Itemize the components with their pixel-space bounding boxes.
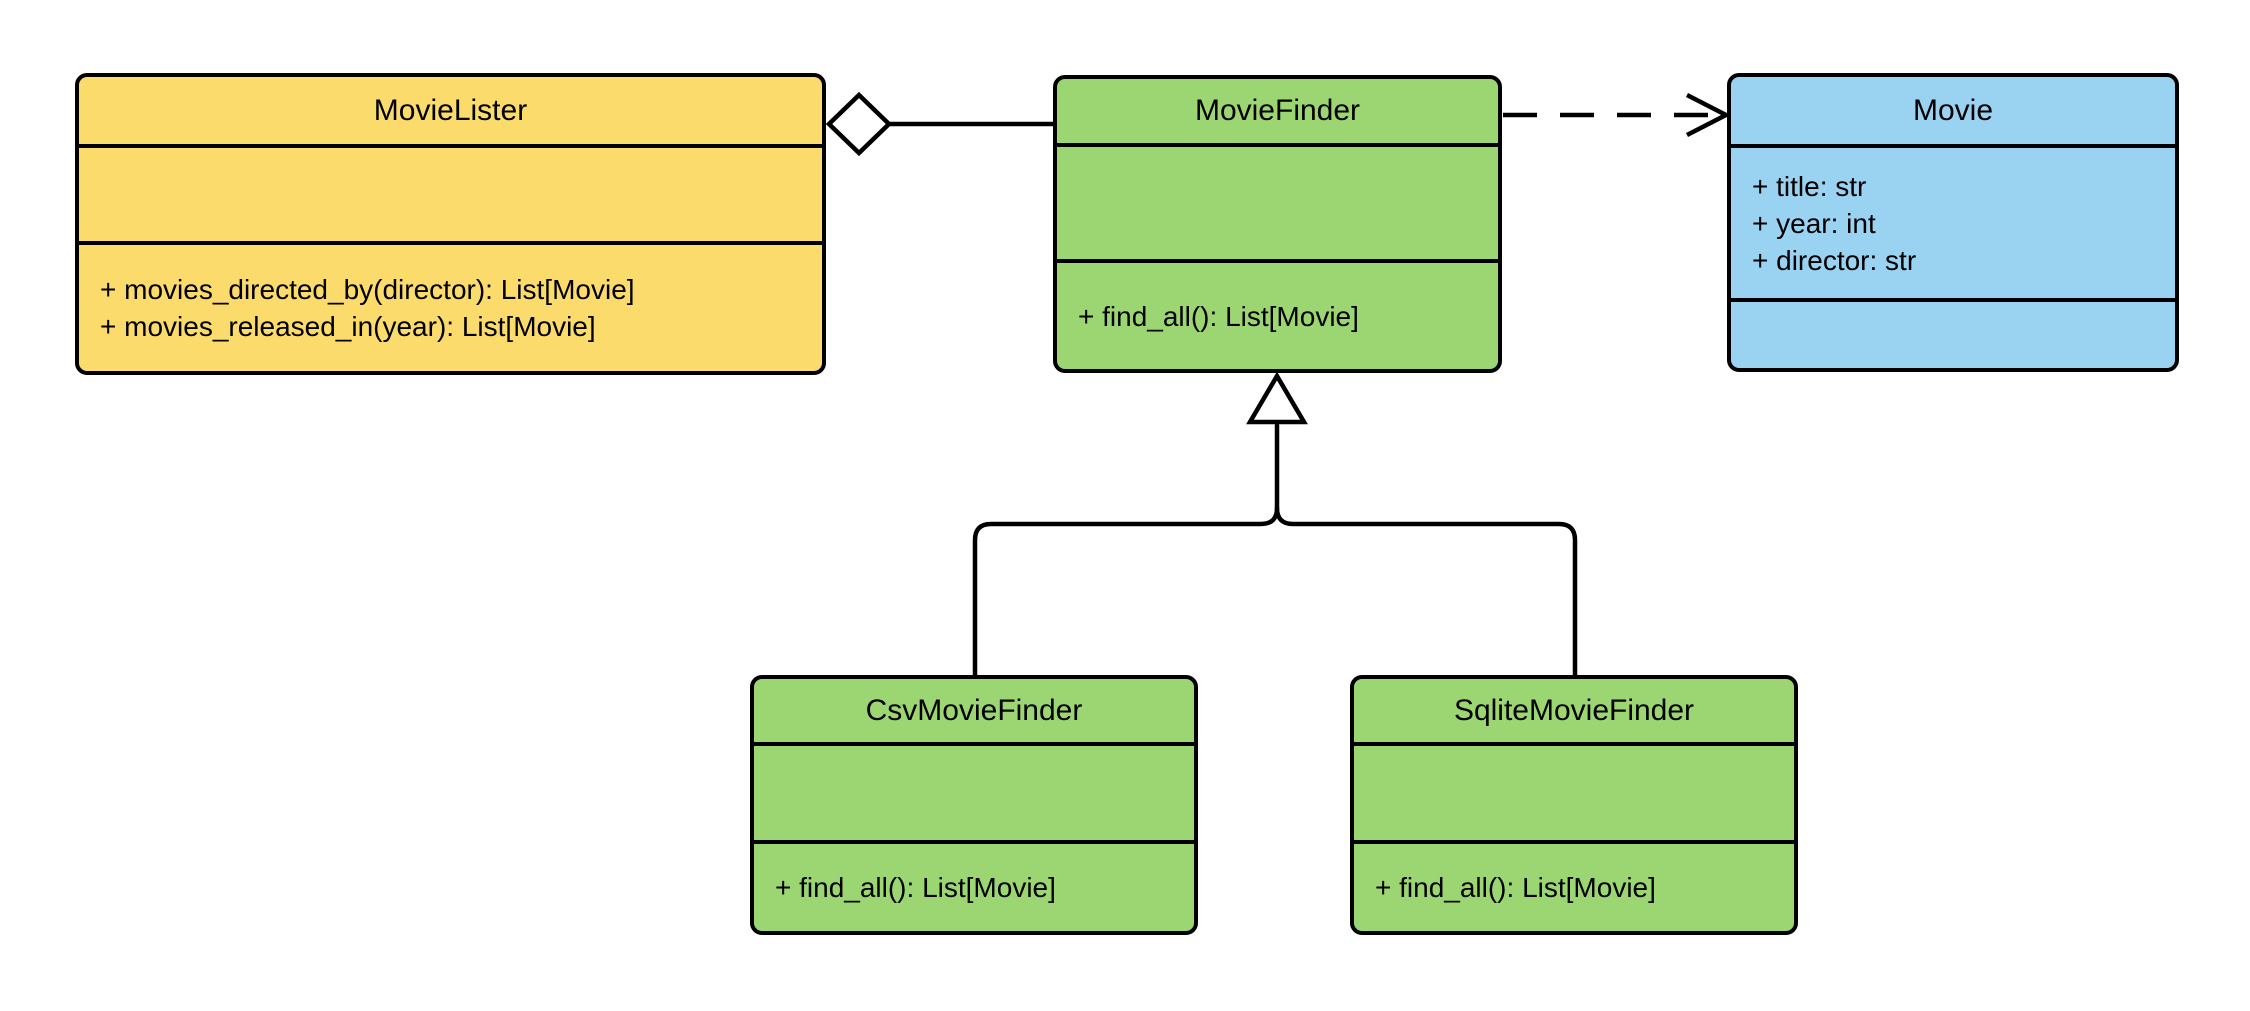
class-movielister-title: MovieLister <box>373 93 528 127</box>
method-find-all: + find_all(): List[Movie] <box>775 872 1056 903</box>
class-sqlitemoviefinder-title: SqliteMovieFinder <box>1453 693 1695 727</box>
method-find-all: + find_all(): List[Movie] <box>1078 300 1359 332</box>
inheritance-edge-sqlitemoviefinder-moviefinder <box>1274 505 1578 680</box>
class-sqlitemoviefinder-methods: + find_all(): List[Movie] <box>1354 840 1794 931</box>
class-movie: Movie + title: str + year: int + directo… <box>1727 73 2179 372</box>
class-movielister-attributes <box>79 144 822 241</box>
aggregation-diamond-icon <box>825 91 893 157</box>
class-moviefinder-attributes <box>1057 143 1498 259</box>
inheritance-line-left <box>972 422 1280 680</box>
class-moviefinder: MovieFinder + find_all(): List[Movie] <box>1053 75 1502 373</box>
method-movies-directed-by: + movies_directed_by(director): List[Mov… <box>100 274 635 305</box>
attribute-title: + title: str <box>1752 170 1867 202</box>
aggregation-edge-movielister-moviefinder <box>825 91 1056 157</box>
attribute-director: + director: str <box>1752 244 1917 276</box>
class-csvmoviefinder-methods: + find_all(): List[Movie] <box>754 840 1194 931</box>
class-sqlitemoviefinder-attributes <box>1354 742 1794 840</box>
dependency-open-arrowhead-icon <box>1685 92 1731 138</box>
class-movie-attributes: + title: str + year: int + director: str <box>1731 144 2175 298</box>
inheritance-line-right <box>1274 505 1578 680</box>
class-sqlitemoviefinder: SqliteMovieFinder + find_all(): List[Mov… <box>1350 675 1798 935</box>
dependency-edge-moviefinder-movie <box>1503 92 1731 138</box>
class-movielister-methods: + movies_directed_by(director): List[Mov… <box>79 241 822 371</box>
class-moviefinder-methods: + find_all(): List[Movie] <box>1057 259 1498 369</box>
class-movie-title: Movie <box>1912 93 1994 127</box>
inheritance-edge-csvmoviefinder-moviefinder <box>972 422 1280 680</box>
attribute-year: + year: int <box>1752 207 1876 239</box>
class-csvmoviefinder-title: CsvMovieFinder <box>865 693 1083 727</box>
class-moviefinder-title: MovieFinder <box>1194 94 1361 127</box>
inheritance-triangle-icon <box>1246 371 1308 425</box>
class-movie-methods <box>1731 298 2175 368</box>
class-csvmoviefinder: CsvMovieFinder + find_all(): List[Movie] <box>750 675 1198 935</box>
class-csvmoviefinder-attributes <box>754 742 1194 840</box>
class-movielister: MovieLister + movies_directed_by(directo… <box>75 73 826 375</box>
method-find-all: + find_all(): List[Movie] <box>1375 872 1656 903</box>
method-movies-released-in: + movies_released_in(year): List[Movie] <box>100 311 596 342</box>
